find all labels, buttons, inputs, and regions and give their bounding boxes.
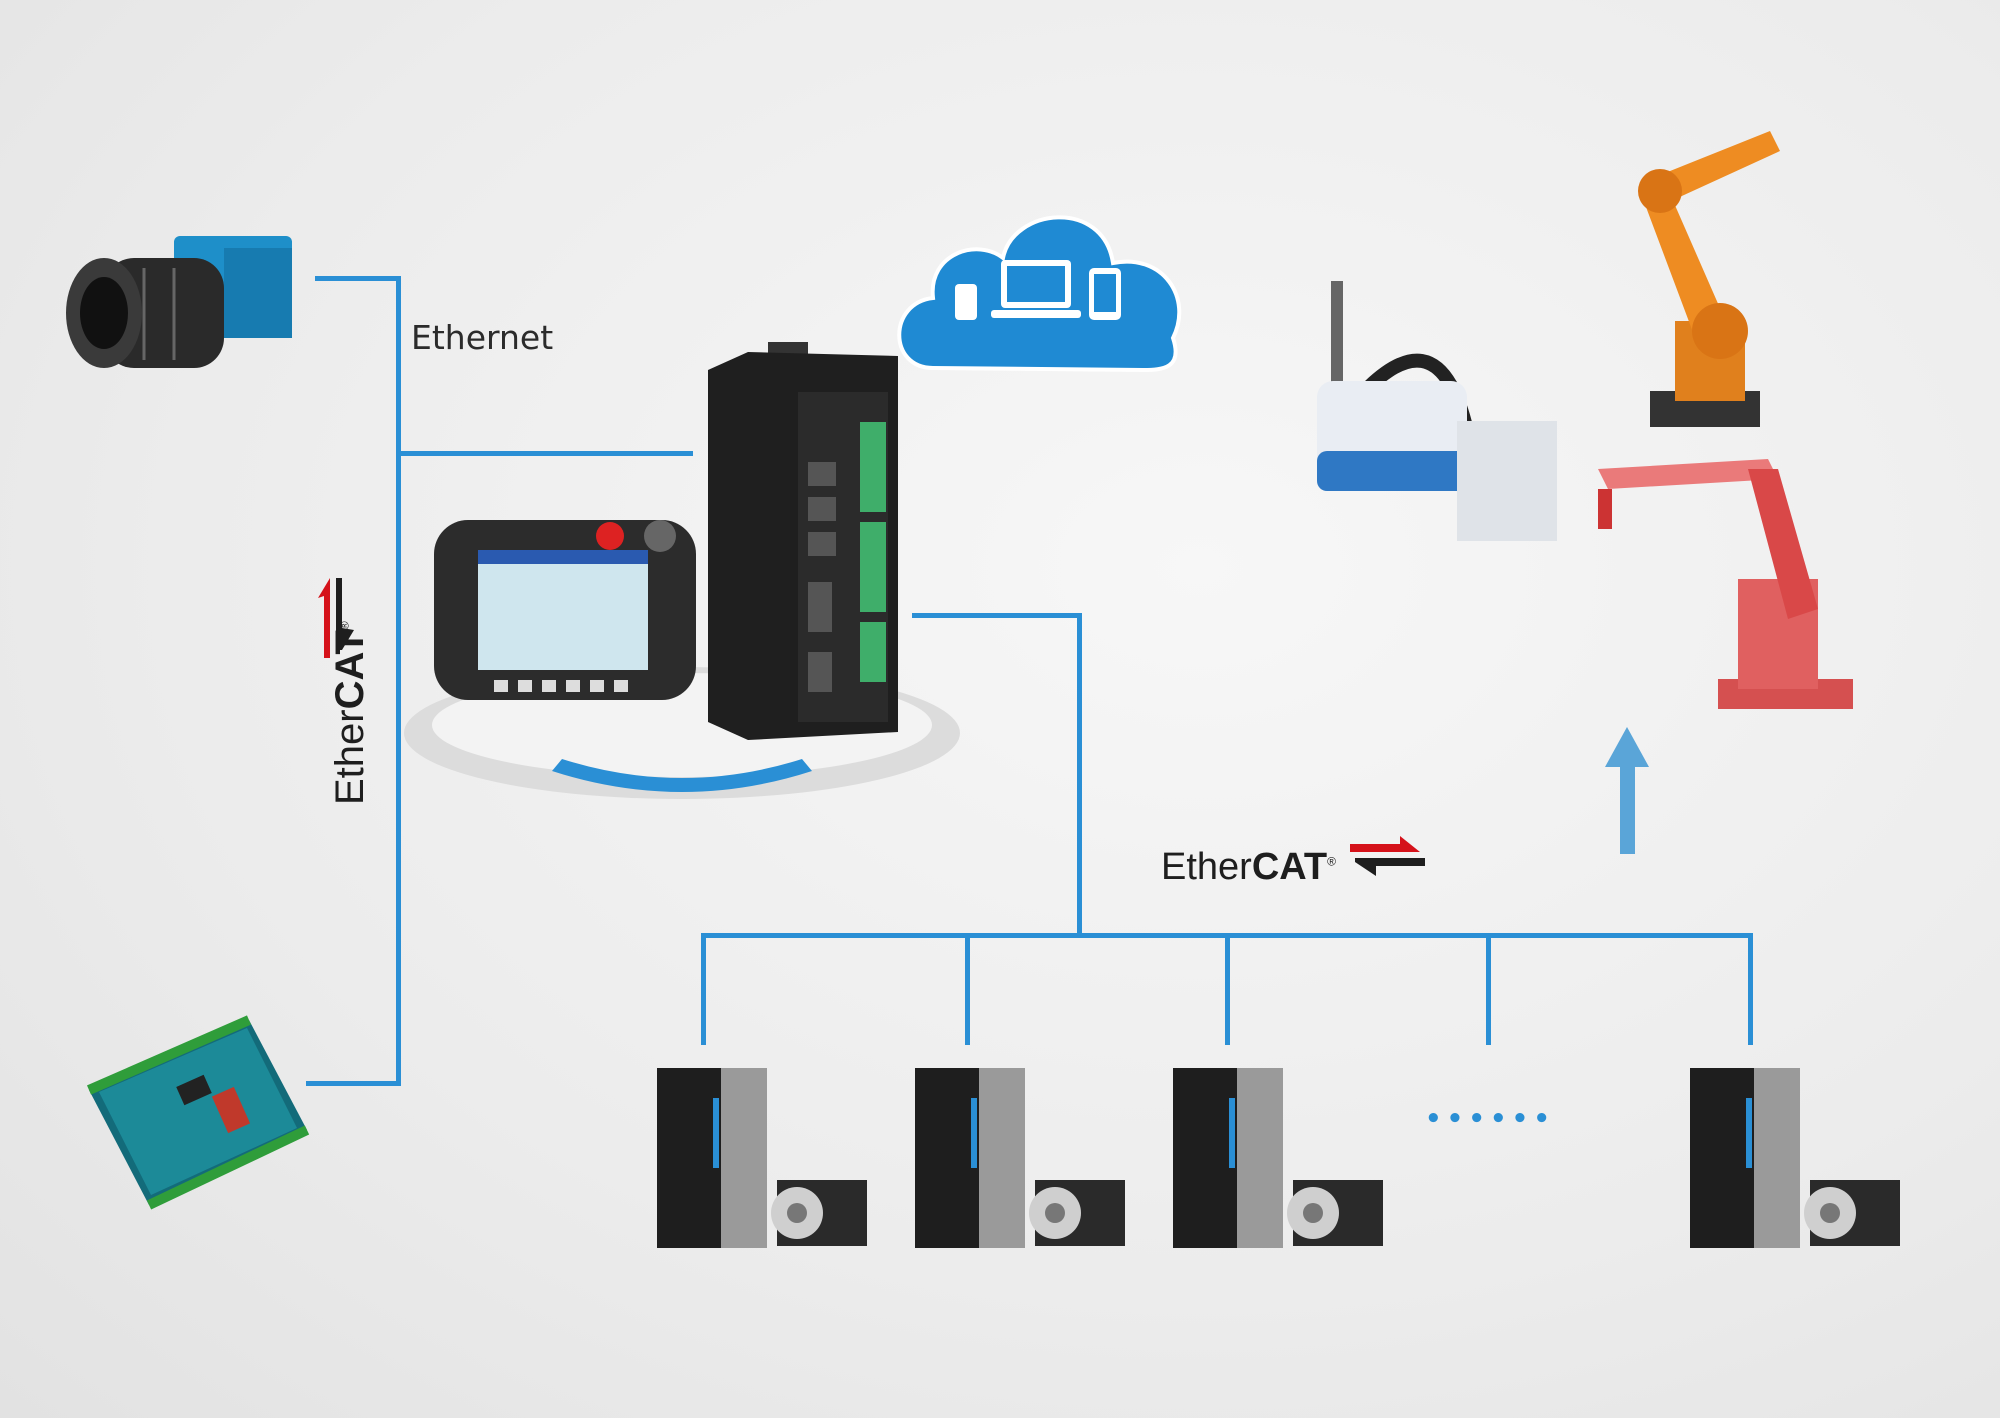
ethercat-logo-horizontal: EtherCAT® (1161, 846, 1336, 888)
io-board-link (306, 1081, 401, 1086)
teach-pendant (434, 520, 696, 700)
ethercat-logo-vertical: EtherCAT® (328, 621, 372, 805)
ethercat-arrows-icon-horizontal (1350, 836, 1425, 876)
io-board (86, 1015, 310, 1210)
six-axis-robot (1638, 131, 1780, 427)
ethercat-riser (1077, 613, 1082, 937)
industrial-camera (66, 236, 292, 368)
upward-arrow-icon (1605, 727, 1649, 854)
drop-1 (701, 933, 706, 1045)
ethernet-trunk (396, 276, 401, 1086)
drop-3 (1225, 933, 1230, 1045)
scara-robot (1317, 281, 1557, 541)
drop-2 (965, 933, 970, 1045)
camera-link (315, 276, 401, 281)
servo-drive-1 (657, 1068, 867, 1248)
ethernet-label: Ethernet (411, 318, 554, 357)
motion-controller (708, 342, 898, 740)
servo-drive-3 (1173, 1068, 1383, 1248)
more-drives-ellipsis: • • • • • • (1425, 1104, 1550, 1134)
cloud-devices-icon (897, 215, 1182, 373)
palletizing-robot (1598, 459, 1853, 709)
ethercat-arrows-icon (318, 578, 354, 658)
drop-5 (1748, 933, 1753, 1045)
servo-drive-4 (1690, 1068, 1900, 1248)
drop-4 (1486, 933, 1491, 1045)
controller-ethernet-link (396, 451, 693, 456)
servo-drive-2 (915, 1068, 1125, 1248)
controller-ethercat-link (912, 613, 1082, 618)
